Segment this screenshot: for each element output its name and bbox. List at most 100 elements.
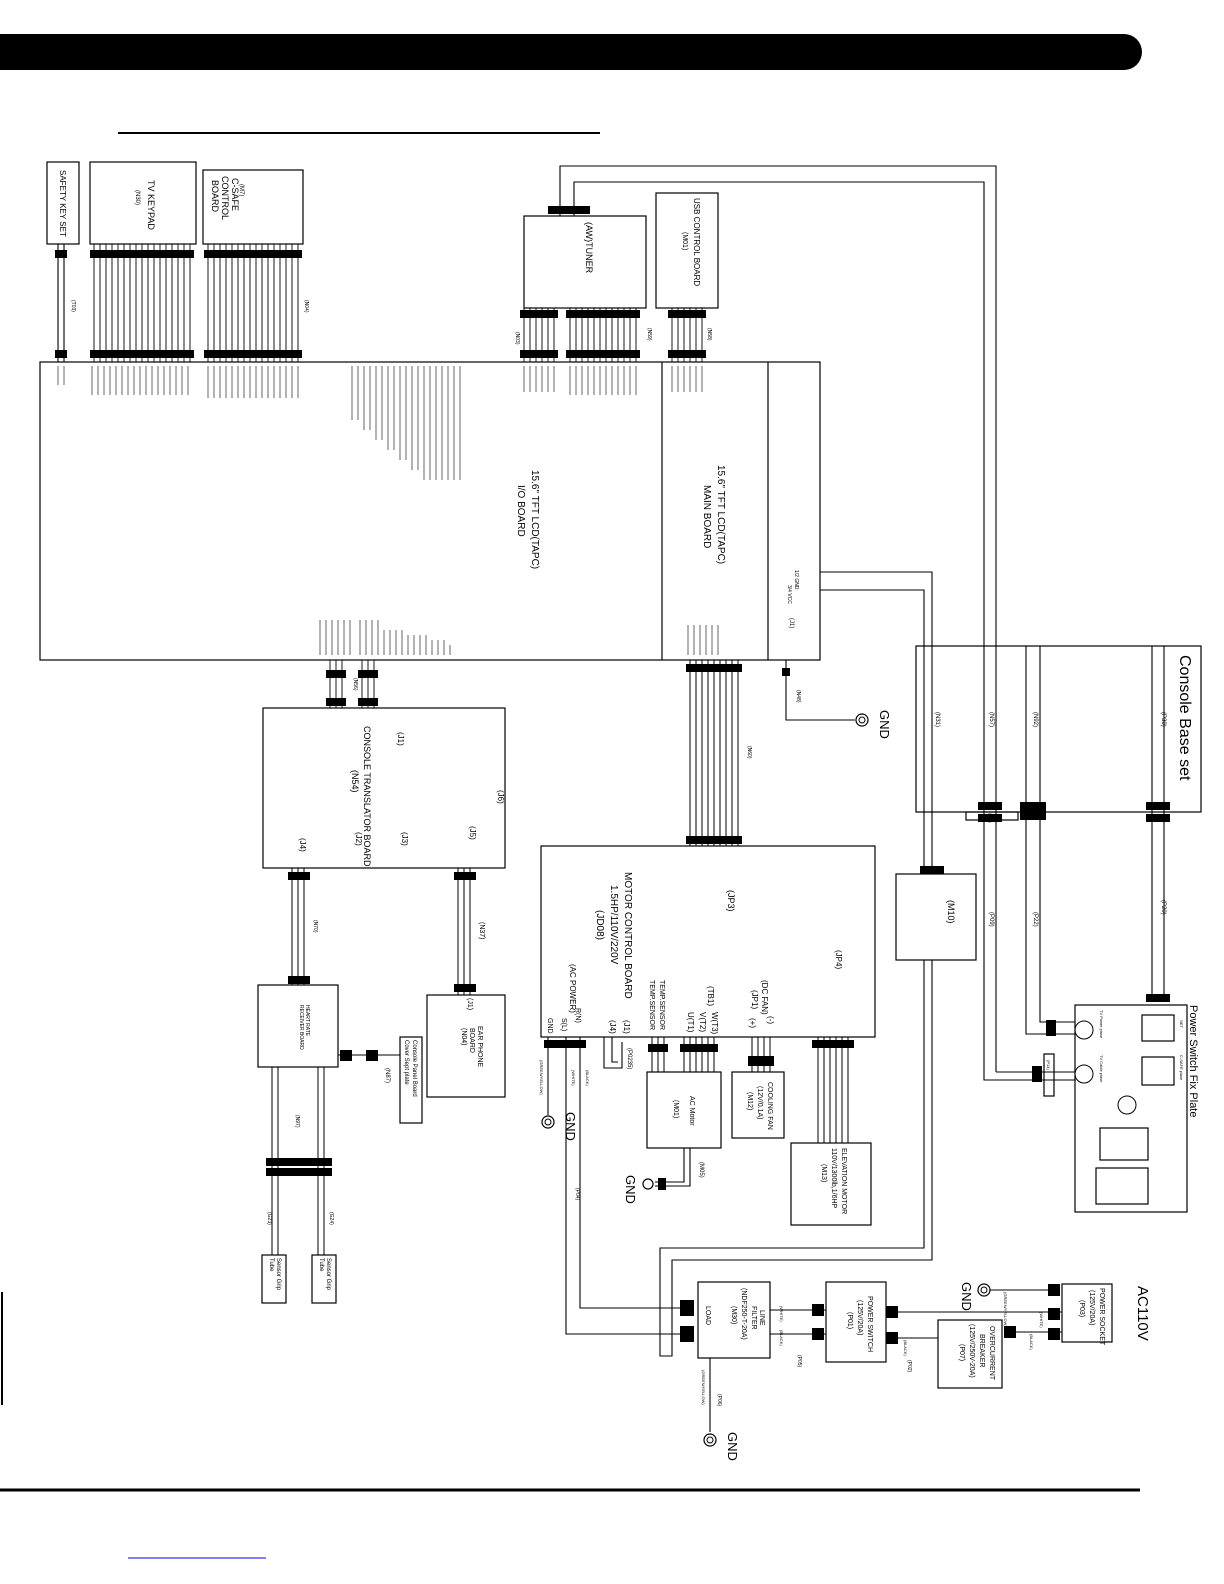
wire-g23: (G23) [266, 1212, 272, 1225]
gnd-label-acpower: GND [563, 1112, 578, 1141]
cooling-fan-line2: (12V/0.1A) [756, 1086, 763, 1119]
csafe-board-line4: BOARD [210, 180, 220, 213]
main-board-title: 15.6" TFT LCD(TAPC) [715, 465, 726, 564]
power-socket-line1: POWER SOCKET [1098, 1288, 1105, 1346]
sensor-grip-right [311, 1254, 337, 1304]
wire-n37: (N37) [478, 922, 485, 940]
console-translator-code: (N54) [350, 770, 360, 793]
overcurrent-line4: (P07) [958, 1344, 965, 1361]
receiver-box [257, 984, 339, 1068]
plate-csafe: C-SAFE plase [1179, 1055, 1184, 1081]
safety-key-label: SAFETY KEY SET [58, 170, 67, 237]
cover-plate-box [399, 1036, 423, 1124]
plate-net: NET [1179, 1020, 1184, 1029]
overcurrent-line3: (125V/250V-20A) [968, 1324, 975, 1378]
ct-j2: (J2) [354, 832, 363, 846]
csafe-board-line3: CONTROL [220, 176, 230, 220]
cover-plate-line1: Console Panel Board [411, 1040, 417, 1097]
sensor-grip-left [261, 1254, 287, 1304]
cover-plate-line2: Cover Sept plate [403, 1040, 409, 1085]
cooling-fan-line3: (M12) [746, 1092, 753, 1110]
temp-sensor-b: TEMP.SENSOR [648, 980, 655, 1030]
tb-gnd-label: 1/2 GND [793, 570, 799, 590]
wire-p20: (P20) [1160, 900, 1166, 915]
wire-n58: (N58) [706, 328, 712, 341]
overcurrent-line1: OVERCURRENT [988, 1326, 995, 1381]
m10-box [895, 873, 977, 961]
wire-p06: (P06) [716, 1394, 722, 1407]
wire-white-1: (WHITE) [571, 1070, 576, 1086]
wire-p04: (P04) [574, 1188, 580, 1201]
tv-keypad-code: (N30) [134, 190, 140, 205]
power-socket-line2: (125V/20A) [1088, 1290, 1095, 1325]
ear-phone-box [426, 994, 506, 1098]
wire-g24: (G24) [328, 1212, 334, 1225]
ct-j6: (J6) [496, 790, 505, 804]
wire-white-3: (WHITE) [1039, 1312, 1044, 1328]
power-switch-line2: (125V/20A) [856, 1300, 863, 1335]
wire-white-2: (WHITE) [779, 1306, 784, 1322]
tv-keypad-box [89, 161, 197, 245]
io-board-subtitle: I/O BOARD [515, 485, 526, 537]
motor-dc-fan: (DC FAN) [760, 980, 769, 1015]
line-filter-line4: (M30) [730, 1306, 737, 1324]
line-filter-line3: (NDF250-T-20A) [740, 1288, 747, 1340]
header-bar [0, 34, 1142, 70]
ear-phone-code: (N04) [460, 1028, 467, 1046]
gnd-label-main: GND [877, 710, 892, 739]
cooling-fan-box [731, 1071, 785, 1139]
line-filter-box [697, 1281, 771, 1359]
wire-n70: (N70) [312, 920, 318, 933]
label-gnd-s: GND [546, 1018, 553, 1034]
wire-p30: (P30) [1160, 712, 1166, 727]
ear-phone-line1: EAR PHONE [476, 1026, 483, 1068]
usb-board-label: USB CONTROL BOARD [692, 198, 701, 286]
wire-green-yellow-2: (GREEN/YELLOW) [701, 1370, 706, 1405]
motor-ac-power: (AC POWER) [568, 964, 577, 1013]
plate-tv-power: TV Power plase [1099, 1010, 1104, 1039]
elevation-motor-box [790, 1142, 872, 1226]
j1-main-label: (J1) [788, 618, 794, 628]
gnd-label-filter: GND [725, 1432, 740, 1461]
label-plus: (+) [748, 1018, 757, 1028]
wire-p02: (P02) [906, 1360, 912, 1373]
motor-jp3: (JP3) [726, 890, 736, 912]
wire-p05: (P05) [796, 1355, 802, 1368]
ac110v-label: AC110V [1134, 1286, 1151, 1341]
tb-vcc-label: 3/4 VCC [786, 585, 792, 604]
wire-p14-top: (P14) [988, 813, 993, 823]
power-switch-plate-box [1074, 1004, 1188, 1213]
tuner-label: (AW)TUNER [584, 222, 594, 274]
sensor-grip-left-l1: Sensor Grip [275, 1258, 281, 1291]
receiver-line1: HEART RATE [304, 1005, 310, 1037]
console-translator-name: CONSOLE TRANSLATOR BOARD [362, 726, 372, 867]
wire-green-yellow-3: (GREEN/YELLOW) [1003, 1292, 1008, 1327]
wire-n87: (N87) [384, 1068, 390, 1083]
label-minus: (-) [766, 1016, 775, 1024]
console-base-label: Console Base set [1176, 655, 1193, 781]
label-v-t2: V(T2) [698, 1012, 707, 1032]
ct-j1: (J1) [396, 732, 405, 746]
gnd-label-motor: GND [623, 1175, 638, 1204]
usb-board-code: (M01) [681, 232, 688, 250]
gnd-label-socket: GND [959, 1282, 974, 1311]
line-filter-line5: LOAD [704, 1306, 711, 1325]
wire-black-2: (BLACK) [779, 1330, 784, 1346]
motor-control-line3: (JD08) [594, 910, 605, 940]
ct-j4: (J4) [298, 838, 307, 852]
line-filter-line2: FILTER [750, 1306, 757, 1330]
safety-key-box [46, 161, 80, 245]
wire-m05: (M05) [698, 1162, 704, 1178]
ct-j3: (J3) [400, 832, 409, 846]
motor-control-box [540, 845, 876, 1038]
motor-jp1: (JP1) [750, 990, 759, 1009]
cooling-fan-line1: COOLING FAN [766, 1082, 773, 1130]
temp-sensor-a: TEMP.SENSOR [658, 980, 665, 1030]
sensor-grip-right-l2: Tube [318, 1258, 324, 1272]
wire-n56: (N56) [352, 678, 358, 691]
wire-n97: (N97) [294, 1115, 300, 1128]
wire-black-1: (BLACK) [585, 1070, 590, 1086]
motor-j1: (J1) [622, 1020, 631, 1034]
wire-p0235: (P0235) [626, 1048, 632, 1069]
wire-p22: (P22) [1032, 912, 1038, 927]
